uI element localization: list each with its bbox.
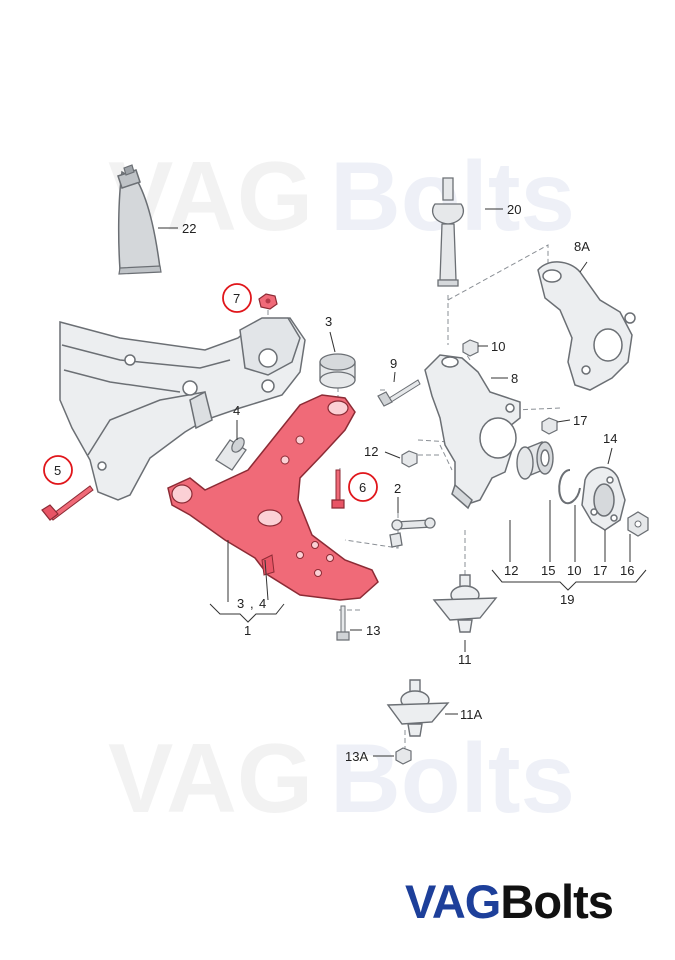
bolt-part-5 (41, 485, 94, 521)
highlight-circle-6 (348, 472, 378, 502)
callout-10: 10 (491, 339, 505, 354)
ball-joint-part-11 (432, 574, 498, 633)
callout-sub-comma: , (250, 596, 254, 611)
callout-13: 13 (366, 623, 380, 638)
bolt-part-13 (336, 605, 350, 641)
knuckle-part-8 (424, 354, 521, 510)
nut-part-7 (258, 293, 278, 310)
grease-tube-part (117, 164, 162, 275)
leader-lines (158, 208, 631, 757)
bushing-part-3 (319, 353, 356, 389)
callout-3: 3 (325, 314, 332, 329)
circlip-part (558, 469, 581, 505)
callout-8: 8 (511, 371, 518, 386)
callout-9: 9 (390, 356, 397, 371)
callout-14: 14 (603, 431, 617, 446)
callout-5: 5 (54, 463, 61, 478)
callout-17: 17 (573, 413, 587, 428)
callout-11: 11 (458, 652, 472, 667)
highlight-circle-5 (43, 455, 73, 485)
bolt-part-6 (331, 469, 345, 509)
callout-2: 2 (394, 481, 401, 496)
callout-12: 12 (364, 444, 378, 459)
callout-20: 20 (507, 202, 521, 217)
callout-11a: 11A (460, 707, 482, 722)
highlight-circle-7 (222, 283, 252, 313)
callout-labels: 22 20 8A 7 3 10 9 8 4 17 14 12 5 6 2 12 … (54, 202, 634, 764)
callout-bottom-15: 15 (541, 563, 555, 578)
bracket-group-1 (209, 603, 285, 623)
callout-bottom-12: 12 (504, 563, 518, 578)
nut-part-17 (541, 417, 558, 435)
wheel-bearing-part (516, 441, 554, 480)
svg-text:Bolts: Bolts (330, 723, 575, 833)
callout-bottom-10: 10 (567, 563, 581, 578)
ball-joint-part-11a (386, 679, 450, 737)
callout-6: 6 (359, 480, 366, 495)
vagbolts-logo: VAGBolts (405, 875, 614, 928)
callout-13a: 13A (345, 749, 368, 764)
knuckle-part-8a (537, 261, 636, 391)
callout-sub-4: 4 (259, 596, 266, 611)
link-part-2 (389, 517, 436, 548)
bolt-part-9 (377, 379, 421, 407)
control-arm-part (167, 394, 379, 601)
logo-part-vag: VAG (405, 875, 501, 928)
callout-4: 4 (233, 403, 240, 418)
subframe-part (59, 317, 306, 501)
watermark-top: VAG Bolts (108, 141, 575, 251)
wheel-hub-part (581, 466, 626, 531)
pin-part-20 (432, 177, 464, 287)
callout-1: 1 (244, 623, 251, 638)
watermark-bottom: VAG Bolts (108, 723, 575, 833)
callout-19: 19 (560, 592, 574, 607)
callout-8a: 8A (574, 239, 590, 254)
nut-part-10 (462, 339, 479, 357)
callout-22: 22 (182, 221, 196, 236)
bracket-group-19 (491, 569, 647, 591)
callout-7: 7 (233, 291, 240, 306)
callout-bottom-16: 16 (620, 563, 634, 578)
callout-sub-3: 3 (237, 596, 244, 611)
logo-part-bolts: Bolts (500, 875, 613, 928)
bushing-part-4 (215, 437, 247, 471)
svg-text:VAG: VAG (108, 723, 313, 833)
callout-bottom-17: 17 (593, 563, 607, 578)
nut-part-12 (401, 450, 418, 468)
nut-part-16 (627, 511, 649, 537)
highlight-circles (43, 283, 378, 502)
nut-part-13a (395, 747, 412, 765)
